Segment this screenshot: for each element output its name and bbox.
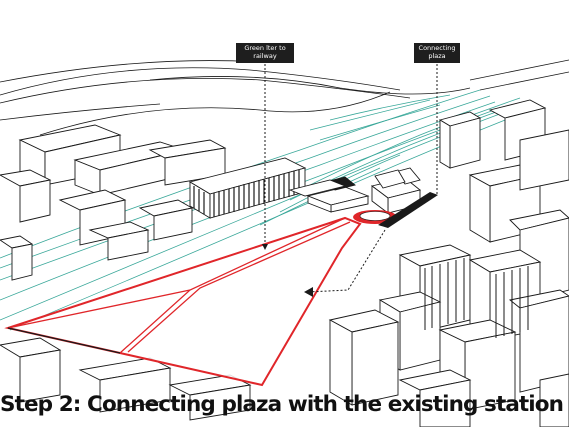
site-internal-paths — [7, 217, 351, 354]
context-buildings-bottom — [0, 337, 252, 421]
green-filter-label-line-1: Green lter to — [244, 44, 286, 52]
right-facade-hatching — [424, 258, 529, 338]
green-filter-label: Green lter to railway — [236, 43, 294, 63]
connecting-plaza-label: Connecting plaza — [414, 43, 460, 63]
context-buildings-right — [288, 99, 569, 427]
station-building — [188, 157, 307, 219]
connecting-plaza-label-line-1: Connecting — [418, 44, 456, 52]
label-leader-lines — [264, 64, 438, 293]
connecting-plaza-label-line-2: plaza — [428, 52, 446, 60]
context-roads — [0, 59, 569, 136]
step-caption: Step 2: Connecting plaza with the existi… — [0, 392, 564, 417]
leader-arrowhead-icon — [262, 244, 268, 250]
connecting-plaza-feature — [353, 192, 438, 228]
site-near-edge — [7, 327, 121, 354]
plaza-buildings — [306, 167, 421, 214]
context-buildings-left — [0, 124, 227, 281]
arrowhead-left-icon — [304, 287, 313, 297]
green-filter-label-line-2: railway — [253, 52, 277, 60]
